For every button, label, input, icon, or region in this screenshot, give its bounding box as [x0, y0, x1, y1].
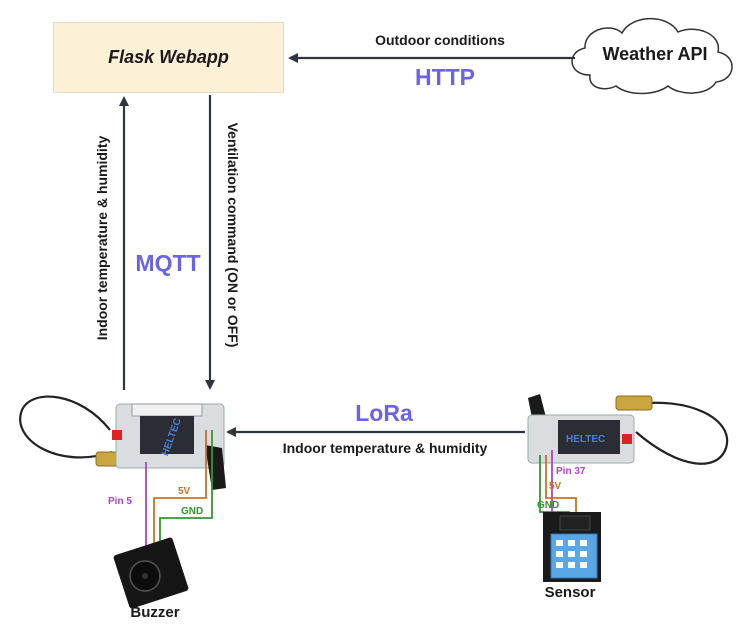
receiver-ground-wire: [159, 430, 213, 548]
outdoor-conditions-label: Outdoor conditions: [375, 32, 505, 48]
lora-data-label: Indoor temperature & humidity: [282, 440, 488, 456]
sender-pin-power: 5V: [549, 481, 562, 492]
http-protocol-label: HTTP: [414, 64, 476, 90]
buzzer-label: Buzzer: [130, 604, 180, 621]
receiver-pin-ground: GND: [181, 506, 204, 517]
dht-sensor-module: [543, 512, 601, 582]
receiver-power-wire: [153, 430, 207, 548]
sender-logo: HELTEC: [566, 434, 605, 445]
lora-protocol-label: LoRa: [355, 400, 413, 426]
receiver-pin-power: 5V: [178, 486, 191, 497]
flask-webapp-node: Flask Webapp: [53, 22, 284, 93]
sensor-label: Sensor: [544, 584, 596, 601]
sender-pin-ground: GND: [537, 500, 560, 511]
ventilation-command-label: Ventilation command (ON or OFF): [225, 122, 241, 348]
sender-board: HELTEC: [527, 394, 729, 465]
weather-cloud-shape: [571, 18, 733, 95]
receiver-pin-signal: Pin 5: [108, 496, 132, 507]
buzzer-module: [113, 537, 189, 609]
sender-pin-signal: Pin 37: [556, 466, 586, 477]
flask-webapp-label: Flask Webapp: [108, 47, 229, 67]
receiver-board: HELTEC: [19, 395, 226, 490]
weather-api-label: Weather API: [602, 44, 708, 64]
indoor-conditions-up-label: Indoor temperature & humidity: [94, 135, 110, 341]
mqtt-protocol-label: MQTT: [135, 250, 201, 276]
